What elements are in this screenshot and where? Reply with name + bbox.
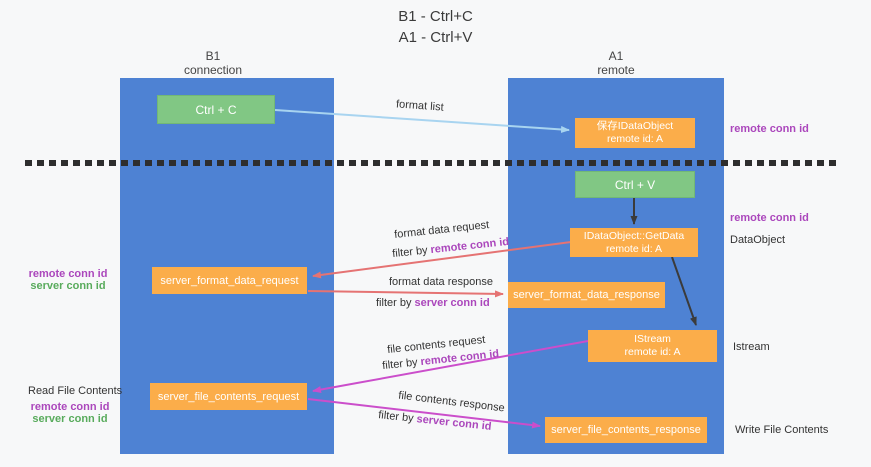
filter-term-1: remote conn id: [429, 235, 510, 257]
node-server-format-data-request: server_format_data_request: [152, 267, 307, 294]
filter-prefix-4: filter by: [377, 409, 415, 425]
annotation-remote-conn-id-1: remote conn id: [28, 268, 108, 280]
lane-header-a1-remote: A1 remote: [556, 49, 676, 77]
filter-prefix-1: filter by: [391, 244, 429, 261]
annotation-conn-ids-format: remote conn id server conn id: [18, 268, 118, 292]
istream-line1: IStream: [634, 333, 671, 345]
annotation-server-conn-id-2: server conn id: [32, 413, 108, 425]
lane-remote-label: remote: [597, 63, 635, 77]
flow-label-file-contents-response: file contents response: [397, 389, 506, 415]
flow-label-format-data-response: format data response: [389, 276, 493, 288]
node-server-file-contents-request: server_file_contents_request: [150, 383, 307, 410]
annotation-remote-conn-id-top: remote conn id: [730, 123, 809, 135]
annotation-remote-conn-id-2: remote conn id: [30, 401, 110, 413]
node-server-file-contents-response: server_file_contents_response: [545, 417, 707, 443]
dashed-separator-line: [25, 160, 838, 166]
lane-header-b1-connection: B1 connection: [153, 49, 273, 77]
annotation-server-conn-id-1: server conn id: [30, 280, 106, 292]
arrow-format-data-response: [307, 290, 504, 298]
getdata-line1: IDataObject::GetData: [583, 229, 685, 242]
title-line-2: A1 - Ctrl+V: [398, 29, 473, 46]
filter-term-4: server conn id: [415, 413, 492, 433]
lane-a1-label: A1: [608, 49, 624, 63]
annotation-istream: Istream: [733, 341, 770, 353]
title-line-1: B1 - Ctrl+C: [398, 8, 473, 25]
diagram-title: B1 - Ctrl+C A1 - Ctrl+V: [0, 6, 871, 48]
save-idataobject-line2: remote id: A: [606, 133, 664, 145]
save-idataobject-line1: 保存IDataObject: [596, 120, 674, 132]
annotation-conn-ids-file: remote conn id server conn id: [20, 401, 120, 425]
flow-label-format-list: format list: [395, 98, 445, 114]
filter-term-2: server conn id: [414, 297, 490, 309]
annotation-remote-conn-id-mid: remote conn id: [730, 212, 809, 224]
istream-line2: remote id: A: [624, 346, 681, 358]
server-format-data-request-label: server_format_data_request: [160, 274, 299, 287]
node-save-idataobject: 保存IDataObject remote id: A: [575, 118, 695, 148]
node-istream: IStream remote id: A: [588, 330, 717, 362]
server-format-data-response-label: server_format_data_response: [513, 289, 660, 301]
node-idataobject-getdata: IDataObject::GetData remote id: A: [570, 228, 698, 257]
ctrl-c-label: Ctrl + C: [195, 102, 237, 117]
server-file-contents-request-label: server_file_contents_request: [157, 390, 300, 403]
node-server-format-data-response: server_format_data_response: [508, 282, 665, 308]
ctrl-v-label: Ctrl + V: [614, 177, 656, 192]
node-ctrl-v: Ctrl + V: [575, 171, 695, 198]
getdata-line2: remote id: A: [605, 242, 663, 255]
annotation-read-file-contents: Read File Contents: [28, 385, 123, 397]
flow-label-format-data-request: format data request: [393, 219, 490, 241]
filter-prefix-3: filter by: [381, 356, 419, 373]
lane-connection-label: connection: [183, 63, 243, 77]
annotation-dataobject: DataObject: [730, 234, 786, 246]
annotation-write-file-contents: Write File Contents: [735, 424, 829, 436]
filter-prefix-2: filter by: [376, 297, 412, 309]
server-file-contents-response-label: server_file_contents_response: [551, 424, 701, 436]
node-ctrl-c: Ctrl + C: [157, 95, 275, 124]
lane-b1-label: B1: [205, 49, 221, 63]
